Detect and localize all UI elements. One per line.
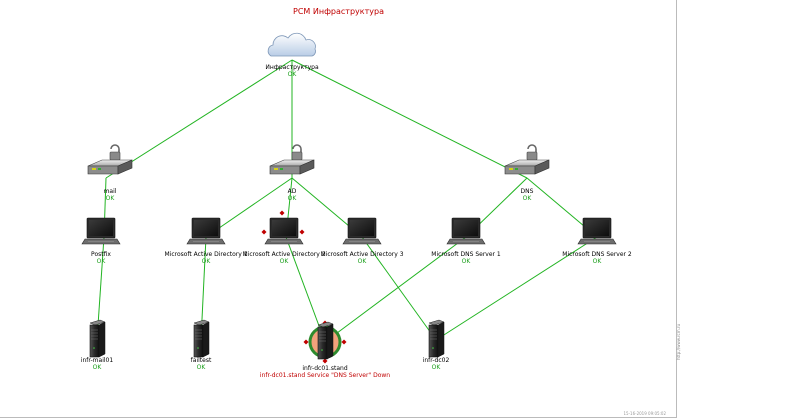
node-label-dc02: infr-dc02: [422, 357, 450, 364]
link-mad3-dc02: [361, 236, 437, 341]
node-status-dc02: OK: [431, 364, 441, 371]
node-label-dc01: infr-dc01.stand: [302, 365, 348, 372]
router-icon[interactable]: [87, 144, 133, 175]
timestamp: 15-16-2019 09:05:02: [623, 411, 666, 416]
node-status-mdns1: OK: [461, 258, 471, 265]
node-label-failtest: failtest: [190, 357, 212, 364]
node-status-dns: OK: [522, 195, 532, 202]
node-status-postfix: OK: [96, 258, 106, 265]
node-label-cloud: Инфраструктура: [265, 64, 319, 71]
node-status-mad1: OK: [201, 258, 211, 265]
node-status-dc01: infr-dc01.stand Service "DNS Server" Dow…: [259, 372, 391, 379]
link-cloud-dns: [291, 59, 528, 179]
laptop-icon[interactable]: [186, 217, 226, 245]
node-label-mad3: Microsoft Active Directory 3: [320, 251, 404, 258]
laptop-icon[interactable]: [342, 217, 382, 245]
diagram-frame: [0, 0, 677, 418]
node-label-dns: DNS: [520, 188, 534, 195]
laptop-icon[interactable]: [577, 217, 617, 245]
link-mdns2-dc02: [435, 236, 598, 341]
server-icon[interactable]: [193, 319, 210, 358]
node-status-mail: OK: [105, 195, 115, 202]
node-status-mad2: OK: [279, 258, 289, 265]
laptop-icon[interactable]: [446, 217, 486, 245]
link-mad2-dc01: [285, 236, 326, 343]
node-status-mail01: OK: [92, 364, 102, 371]
node-label-mdns2: Microsoft DNS Server 2: [562, 251, 632, 258]
node-status-ad: OK: [287, 195, 297, 202]
link-cloud-mail: [105, 59, 293, 179]
node-status-mdns2: OK: [592, 258, 602, 265]
server-icon[interactable]: [428, 319, 445, 358]
node-label-mad1: Microsoft Active Directory 1: [164, 251, 248, 258]
page-title: PCM Инфраструктура: [293, 7, 384, 16]
node-status-mad3: OK: [357, 258, 367, 265]
links-layer: [96, 59, 598, 343]
server-icon[interactable]: [303, 320, 347, 364]
laptop-icon[interactable]: [81, 217, 121, 245]
side-url: http://www.rcm.ru: [676, 323, 681, 360]
node-label-mail01: infr-mail01: [80, 357, 114, 364]
node-status-failtest: OK: [196, 364, 206, 371]
icons-layer: [81, 32, 617, 364]
link-ad-mad1: [205, 177, 293, 238]
node-label-ad: AD: [287, 188, 297, 195]
router-icon[interactable]: [504, 144, 550, 175]
node-status-cloud: OK: [287, 71, 297, 78]
cloud-icon[interactable]: [267, 32, 316, 57]
node-label-mail: mail: [103, 188, 117, 195]
link-mdns1-dc01: [324, 236, 467, 343]
router-icon[interactable]: [269, 144, 315, 175]
node-label-mad2: Microsoft Active Directory 2: [242, 251, 326, 258]
node-label-mdns1: Microsoft DNS Server 1: [431, 251, 501, 258]
server-icon[interactable]: [89, 319, 106, 358]
laptop-icon[interactable]: [261, 210, 305, 245]
node-label-postfix: Postfix: [91, 251, 111, 258]
